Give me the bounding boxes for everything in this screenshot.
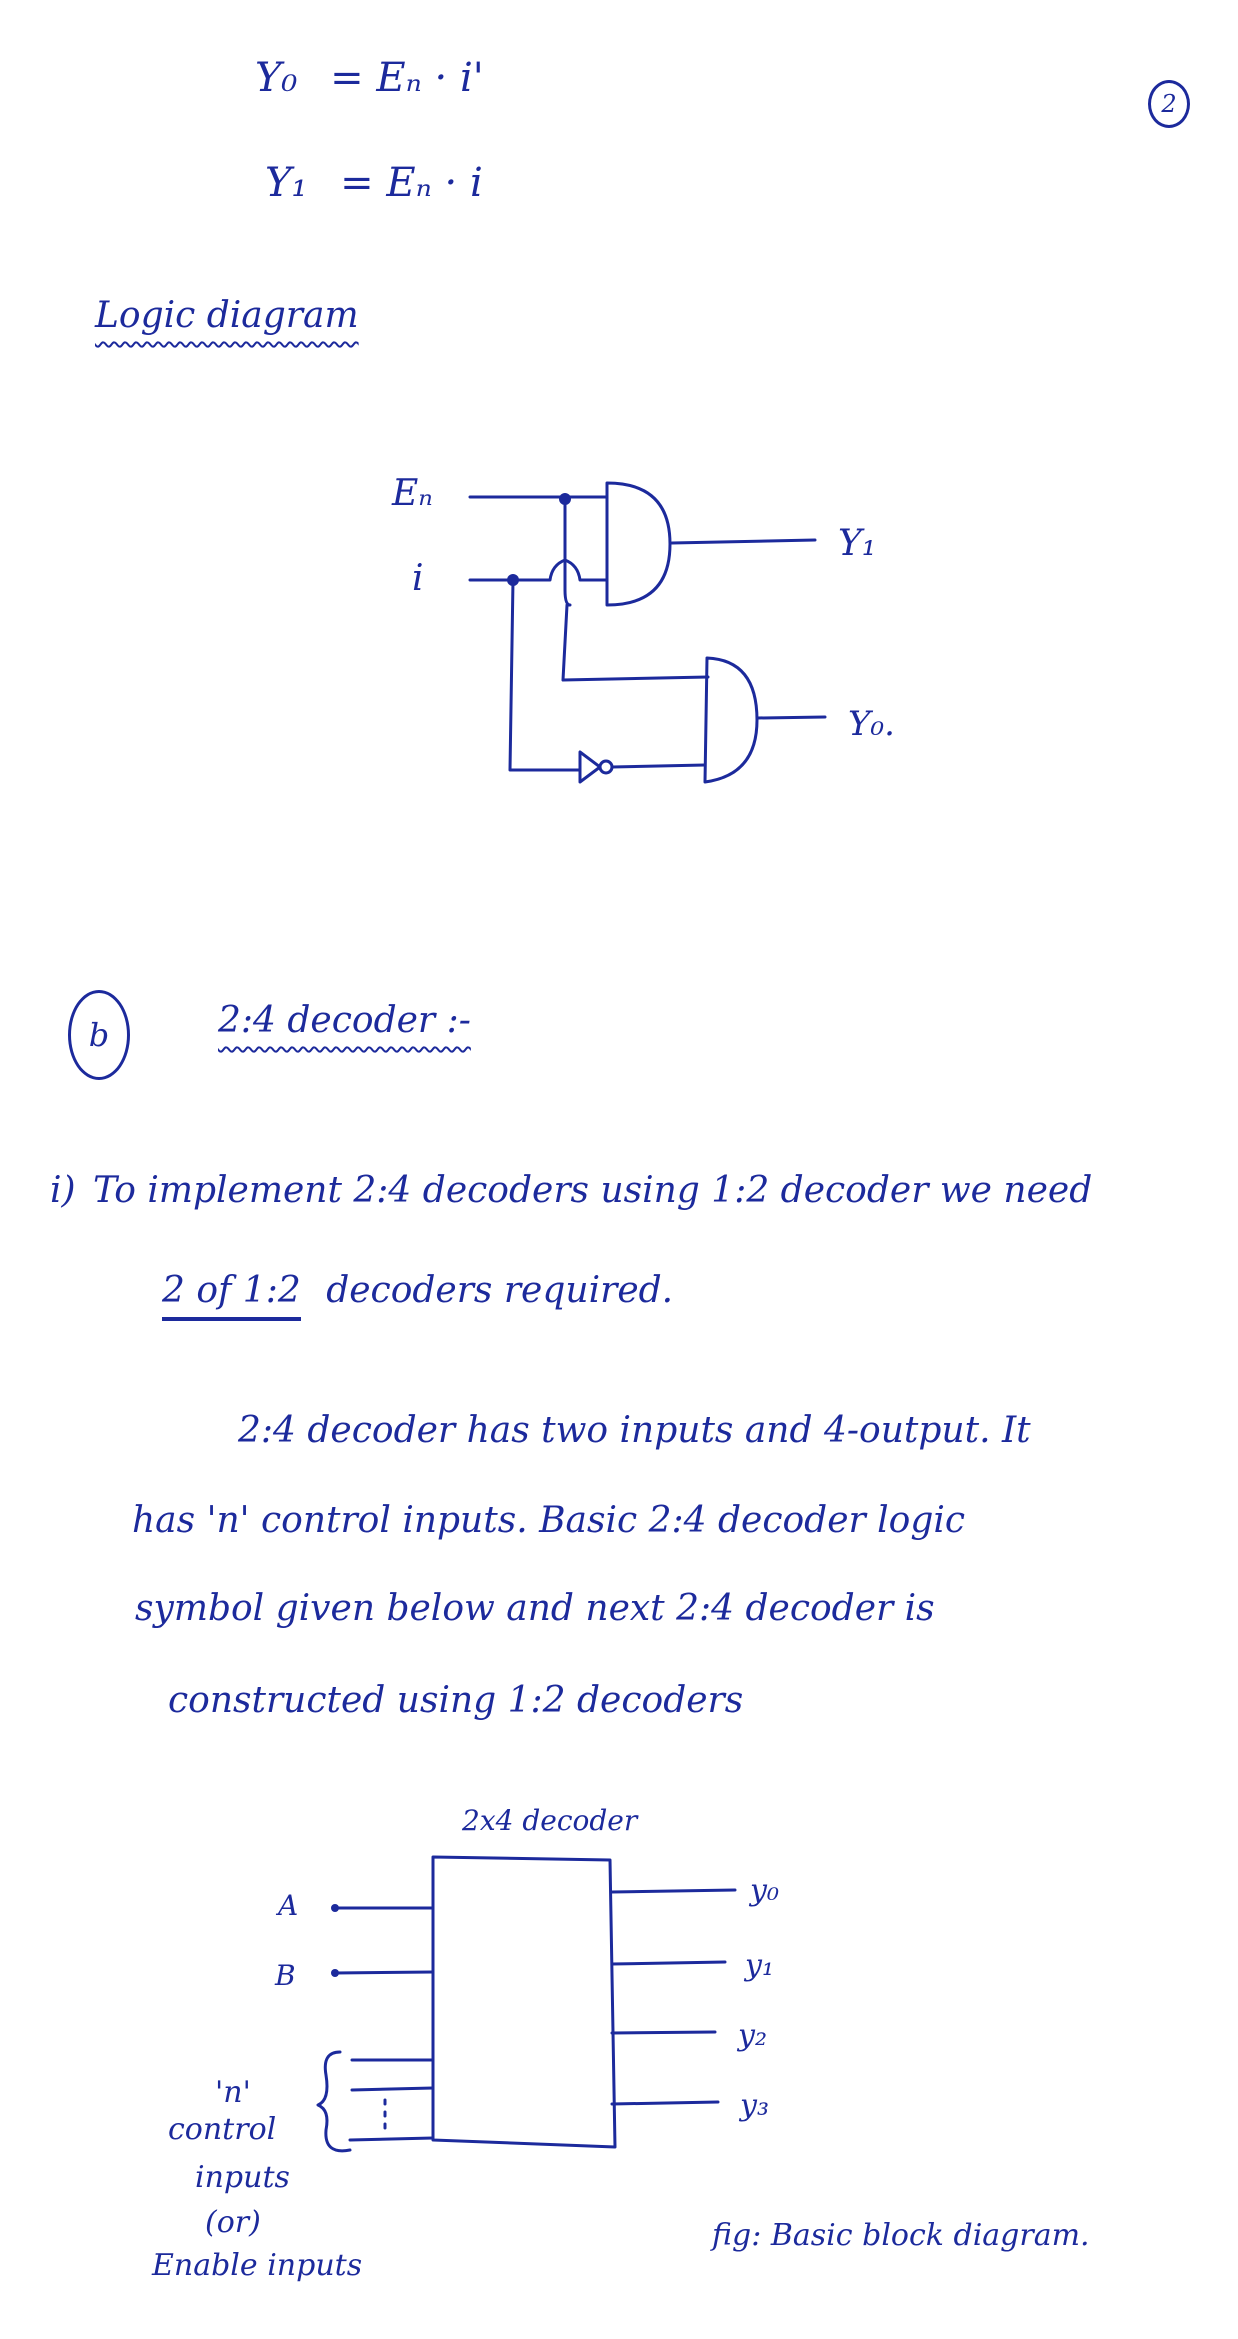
control-label-enable: Enable inputs — [152, 2248, 363, 2283]
section-marker-letter: b — [88, 1016, 110, 1054]
not-gate — [578, 750, 602, 784]
point-text-rest: decoders required. — [326, 1270, 674, 1311]
input-label-a: A — [275, 1889, 298, 1922]
paragraph-line-4: constructed using 1:2 decoders — [168, 1680, 744, 1721]
point-line-1: i) To implement 2:4 decoders using 1:2 d… — [50, 1170, 1092, 1211]
equation-y1: Y₁ = Eₙ · i — [265, 160, 483, 206]
page-number: 2 — [1161, 90, 1177, 118]
output-label-y0-block: y₀ — [748, 1873, 779, 1908]
control-label-n: 'n' — [215, 2075, 251, 2110]
output-label-y1-block: y₁ — [743, 1948, 774, 1983]
input-label-i: i — [412, 558, 424, 599]
point-line-2: 2 of 1:2 decoders required. — [162, 1270, 674, 1321]
equation-rhs: = Eₙ · i' — [330, 55, 484, 101]
point-marker: i) — [50, 1170, 76, 1211]
section-b-marker: b — [68, 990, 130, 1080]
output-label-y0: Y₀. — [848, 704, 895, 744]
equation-lhs: Y₀ — [255, 55, 298, 101]
equation-rhs: = Eₙ · i — [340, 160, 483, 206]
page-number-badge: 2 — [1148, 80, 1190, 128]
underlined-phrase: 2 of 1:2 — [162, 1270, 301, 1321]
section-b-heading: 2:4 decoder :- — [218, 1000, 471, 1041]
point-text: To implement 2:4 decoders using 1:2 deco… — [93, 1170, 1093, 1211]
control-label-inputs: inputs — [195, 2160, 290, 2195]
paragraph-line-3: symbol given below and next 2:4 decoder … — [135, 1588, 935, 1629]
output-label-y2-block: y₂ — [736, 2018, 767, 2053]
block-title: 2x4 decoder — [461, 1804, 639, 1837]
logic-circuit: Eₙ i Y₁ Y₀. — [391, 473, 895, 784]
control-label-control: control — [168, 2112, 277, 2147]
logic-diagram-heading: Logic diagram — [95, 295, 359, 336]
equation-y0: Y₀ = Eₙ · i' — [255, 55, 484, 101]
equation-lhs: Y₁ — [265, 160, 308, 206]
output-label-y3-block: y₃ — [738, 2088, 769, 2123]
and-gate-2 — [703, 656, 759, 784]
figure-caption: fig: Basic block diagram. — [712, 2218, 1090, 2253]
paragraph-line-2: has 'n' control inputs. Basic 2:4 decode… — [132, 1500, 966, 1541]
paragraph-line-1: 2:4 decoder has two inputs and 4-output.… — [238, 1410, 1031, 1451]
control-label-or: (or) — [205, 2205, 261, 2240]
input-label-en: Eₙ — [391, 473, 433, 514]
and-gate-1 — [605, 481, 672, 607]
input-label-b: B — [274, 1959, 296, 1992]
decoder-block — [431, 1855, 617, 2149]
output-label-y1: Y₁ — [838, 523, 876, 564]
